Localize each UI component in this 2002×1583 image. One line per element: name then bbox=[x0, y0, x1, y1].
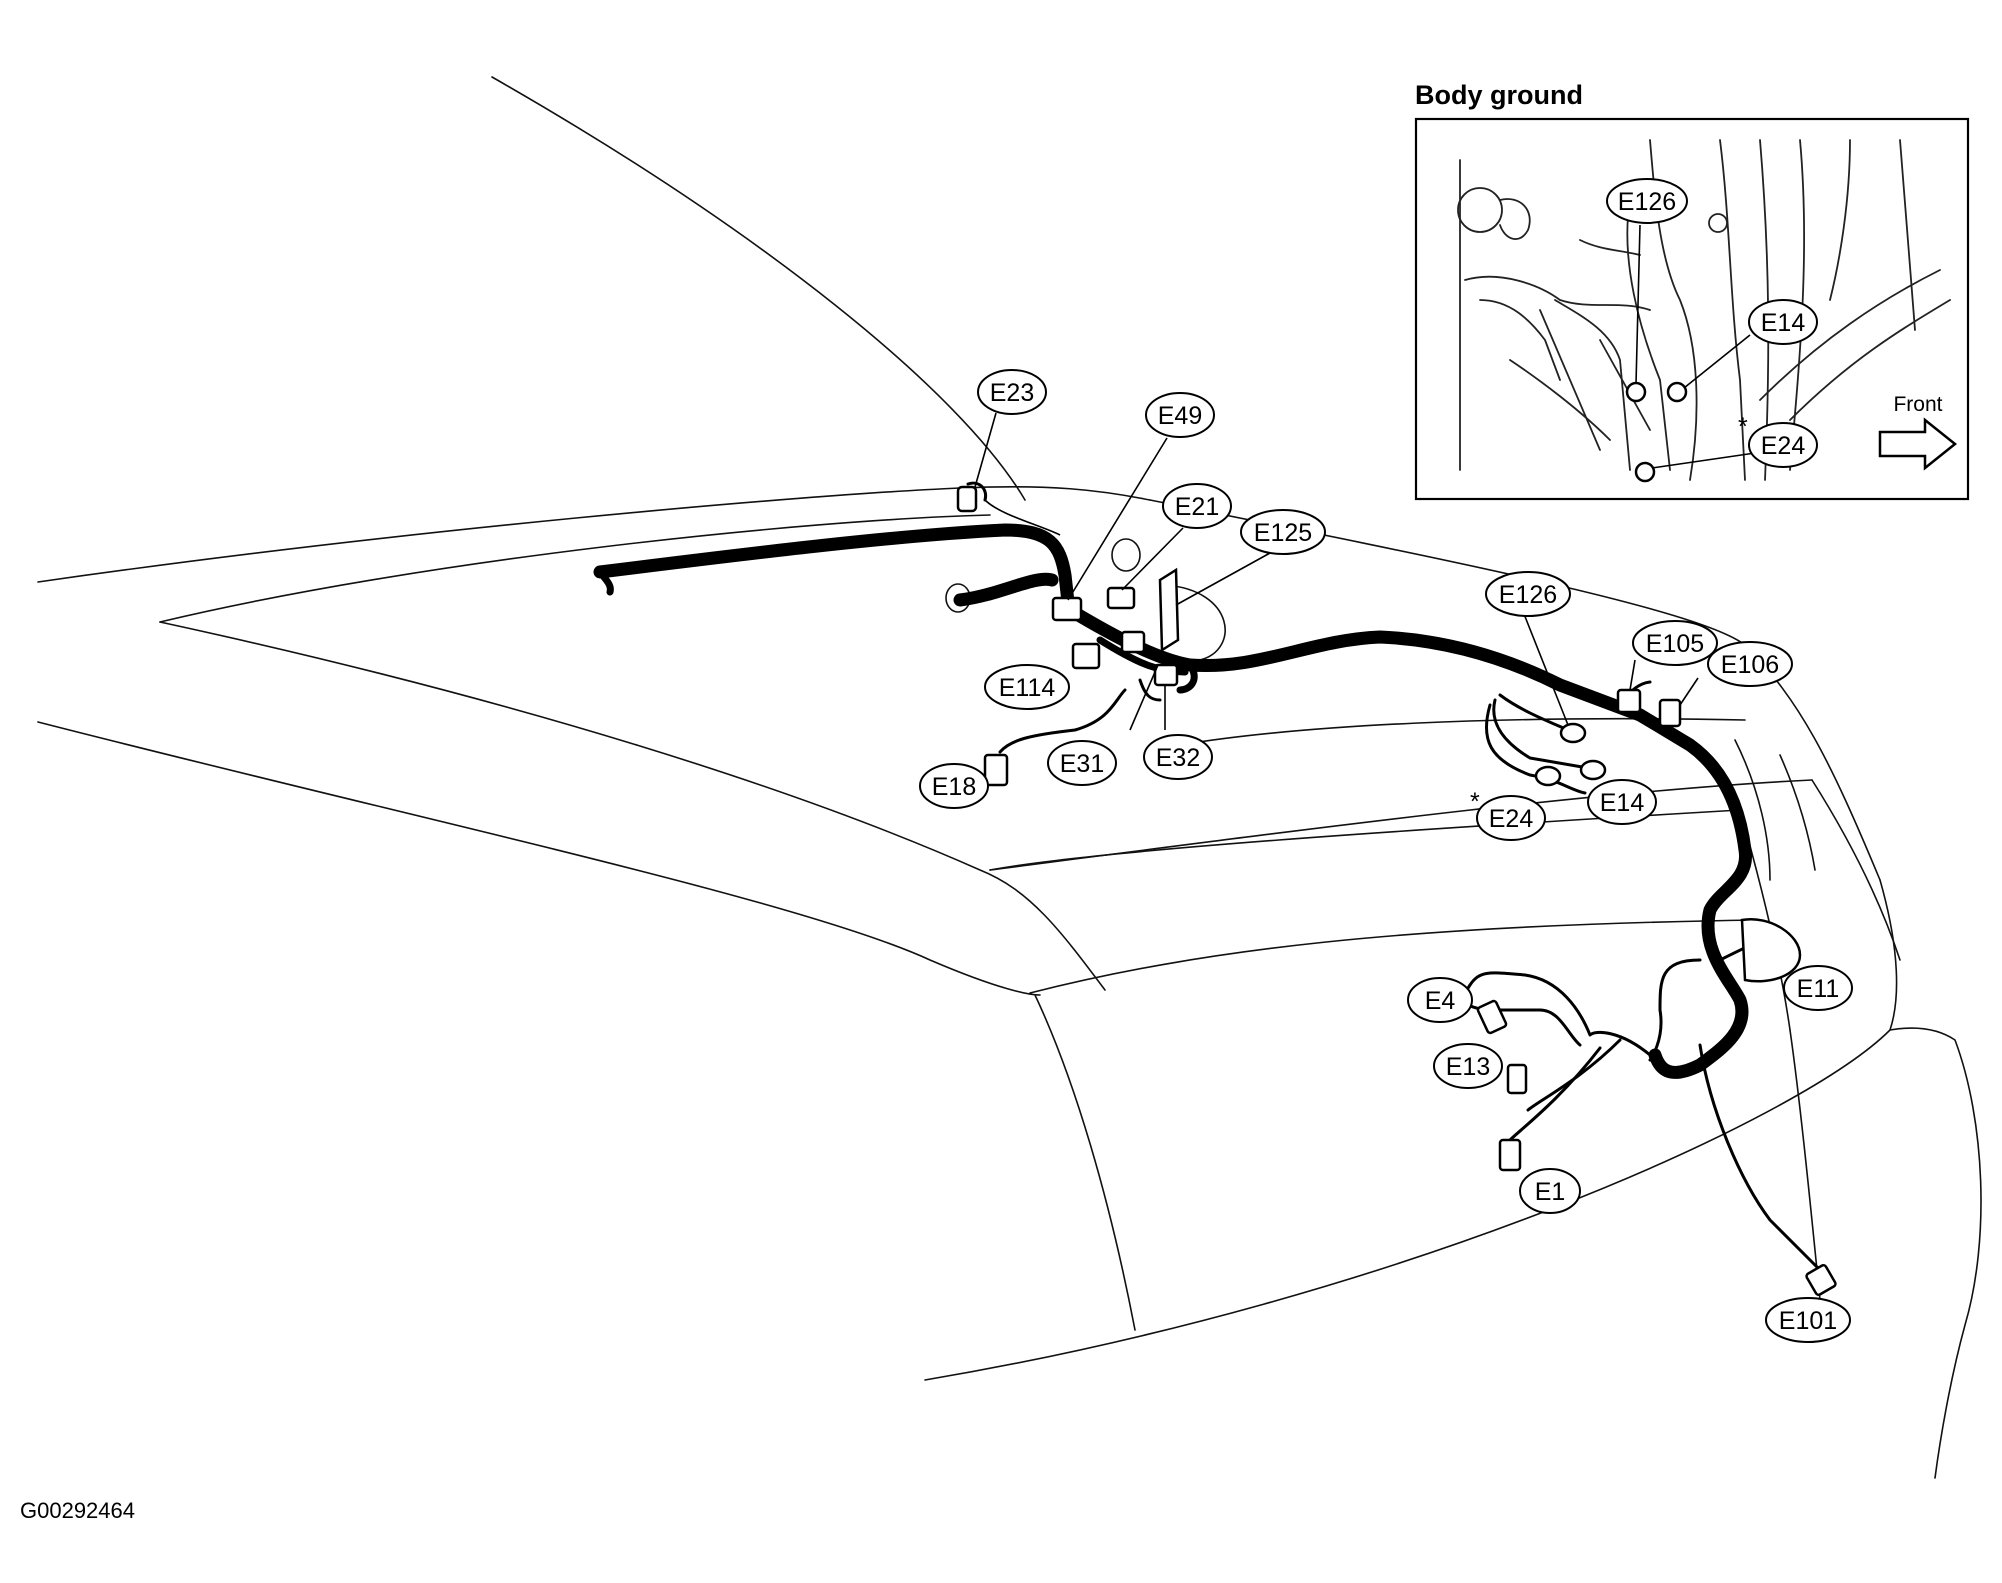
label-e126-text: E126 bbox=[1499, 581, 1557, 609]
inset-bolt-e126 bbox=[1625, 381, 1647, 403]
label-e106-text: E106 bbox=[1721, 651, 1779, 679]
inset-label-e24-text: E24 bbox=[1761, 432, 1806, 460]
inset-label-e126-text: E126 bbox=[1618, 188, 1676, 216]
label-e31: E31 bbox=[1047, 740, 1117, 786]
label-e125: E125 bbox=[1240, 509, 1326, 555]
inset-label-e126: E126 bbox=[1606, 178, 1688, 224]
label-e105-text: E105 bbox=[1646, 630, 1704, 658]
inset-label-e14-text: E14 bbox=[1761, 309, 1806, 337]
body-ground-inset: Body ground bbox=[1414, 80, 1970, 501]
branch-wires bbox=[966, 481, 1820, 1270]
label-e126: E126 bbox=[1485, 571, 1571, 617]
inset-label-e24: * E24 bbox=[1738, 413, 1818, 468]
label-e32: E32 bbox=[1143, 734, 1213, 780]
label-e125-text: E125 bbox=[1254, 519, 1312, 547]
label-e11-text: E11 bbox=[1797, 975, 1840, 1003]
inset-bolt-e14 bbox=[1666, 381, 1688, 403]
leader-lines bbox=[974, 412, 1699, 731]
label-e1: E1 bbox=[1519, 1168, 1581, 1214]
label-e114: E114 bbox=[984, 664, 1070, 710]
main-harness bbox=[593, 523, 1752, 1079]
inset-bolt-e24 bbox=[1634, 461, 1656, 483]
inset-title: Body ground bbox=[1415, 80, 1583, 110]
label-e24-star: * bbox=[1470, 788, 1480, 816]
label-e14: E14 bbox=[1587, 779, 1657, 825]
label-e49: E49 bbox=[1145, 392, 1215, 438]
label-e4: E4 bbox=[1407, 977, 1473, 1023]
label-e101-text: E101 bbox=[1779, 1307, 1837, 1335]
label-e32-text: E32 bbox=[1156, 744, 1200, 772]
label-e18: E18 bbox=[919, 763, 989, 809]
label-e23: E23 bbox=[977, 369, 1047, 415]
label-e21: E21 bbox=[1162, 483, 1232, 529]
label-e4-text: E4 bbox=[1425, 987, 1456, 1015]
connector-labels: E23 E49 E21 E125 E114 E31 E32 E18 bbox=[919, 369, 1853, 1343]
label-e24-text: E24 bbox=[1489, 805, 1534, 833]
label-e1-text: E1 bbox=[1535, 1178, 1566, 1206]
label-e114-text: E114 bbox=[999, 674, 1056, 702]
label-e14-text: E14 bbox=[1600, 789, 1645, 817]
label-e24: * E24 bbox=[1470, 788, 1546, 841]
inset-label-e14: E14 bbox=[1748, 299, 1818, 345]
label-e18-text: E18 bbox=[932, 773, 976, 801]
label-e49-text: E49 bbox=[1158, 402, 1202, 430]
inset-label-e24-star: * bbox=[1738, 413, 1748, 441]
label-e11: E11 bbox=[1783, 965, 1853, 1011]
label-e106: E106 bbox=[1707, 641, 1793, 687]
label-e105: E105 bbox=[1632, 620, 1718, 666]
figure-id: G00292464 bbox=[20, 1498, 135, 1523]
inset-frame bbox=[1414, 117, 1970, 501]
front-arrow-icon bbox=[1878, 417, 1958, 471]
label-e13-text: E13 bbox=[1446, 1053, 1490, 1081]
label-e13: E13 bbox=[1433, 1043, 1503, 1089]
front-label: Front bbox=[1893, 393, 1942, 416]
label-e23-text: E23 bbox=[990, 379, 1034, 407]
label-e21-text: E21 bbox=[1175, 493, 1219, 521]
label-e31-text: E31 bbox=[1060, 750, 1104, 778]
connector-bodies bbox=[956, 485, 1837, 1297]
label-e101: E101 bbox=[1765, 1297, 1851, 1343]
